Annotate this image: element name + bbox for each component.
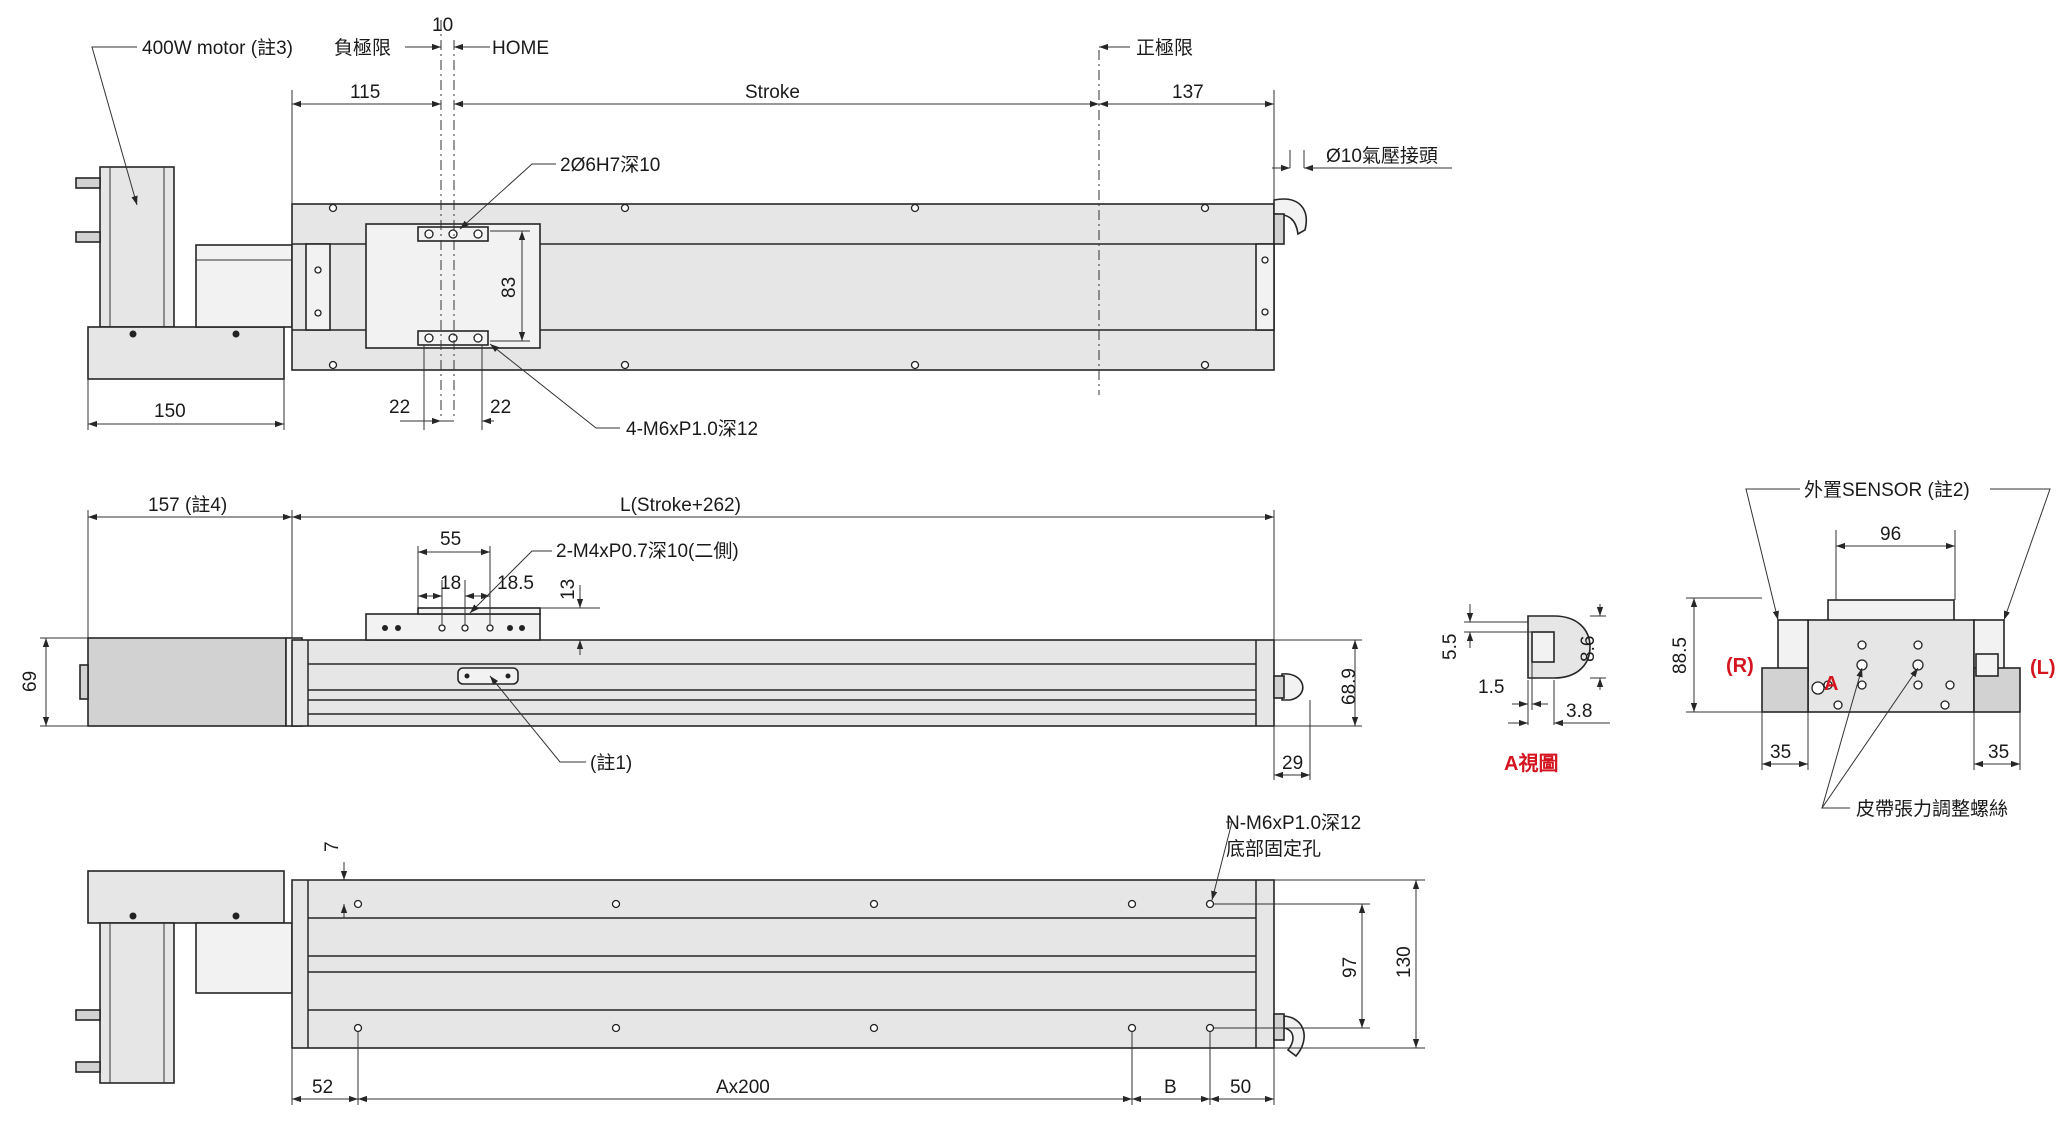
- a-view: 5.5 8.6 1.5 3.8 A視圖: [1440, 604, 1610, 775]
- mount-holes-label-1: N-M6xP1.0深12: [1226, 812, 1361, 834]
- stroke-label: Stroke: [745, 82, 800, 103]
- dim-7-label: 7: [322, 841, 343, 852]
- pin-holes-label: 2Ø6H7深10: [560, 154, 660, 176]
- neg-limit-label: 負極限: [334, 37, 391, 59]
- label-r: (R): [1726, 655, 1754, 677]
- dim-83-label: 83: [499, 277, 520, 298]
- end-view: 外置SENSOR (註2) 96 88.5 (R) (L) A 35 35 皮帶…: [1670, 479, 2056, 820]
- dim-1-5-label: 1.5: [1478, 677, 1504, 698]
- motor-side: [87, 637, 287, 727]
- label-a: A: [1824, 673, 1838, 695]
- length-label: L(Stroke+262): [620, 495, 741, 516]
- dim-52-label: 52: [312, 1077, 333, 1098]
- dim-97-label: 97: [1340, 957, 1361, 978]
- dim-b-label: B: [1164, 1077, 1177, 1098]
- actuator-body-side: [291, 639, 1275, 727]
- dim-150-label: 150: [154, 401, 186, 422]
- dim-3-8-label: 3.8: [1566, 701, 1592, 722]
- mount-holes-label-2: 底部固定孔: [1226, 838, 1321, 860]
- dim-29-label: 29: [1282, 753, 1303, 774]
- top-view: 400W motor (註3) 負極限 10 HOME 正極限 115 Stro…: [75, 15, 1452, 440]
- air-fitting-label: Ø10氣壓接頭: [1326, 145, 1438, 167]
- dim-18-5-label: 18.5: [497, 573, 534, 594]
- dim-35-left-label: 35: [1770, 742, 1791, 763]
- end-profile: [1807, 619, 1975, 713]
- coupling-housing: [195, 244, 293, 328]
- dim-22-left-label: 22: [389, 397, 410, 418]
- label-l: (L): [2030, 657, 2056, 679]
- tap-holes-label: 4-M6xP1.0深12: [626, 418, 758, 440]
- dim-8-6-label: 8.6: [1578, 636, 1599, 662]
- home-label: HOME: [492, 38, 549, 59]
- side-view: 157 (註4) L(Stroke+262) 55 2-M4xP0.7深10(二…: [20, 494, 1362, 780]
- motor-base-bottom: [87, 870, 285, 924]
- dim-130-label: 130: [1394, 946, 1415, 978]
- dim-115-label: 115: [350, 82, 380, 103]
- dim-96-label: 96: [1880, 524, 1901, 545]
- dim-157-label: 157 (註4): [148, 494, 227, 516]
- belt-screw-label: 皮帶張力調整螺絲: [1856, 798, 2008, 820]
- dim-68-9-label: 68.9: [1339, 668, 1360, 705]
- dim-137-label: 137: [1172, 82, 1204, 103]
- note1-label: (註1): [590, 752, 632, 774]
- motor-body-bottom: [99, 922, 175, 1084]
- pos-limit-label: 正極限: [1136, 37, 1193, 59]
- sensor-note-label: 外置SENSOR (註2): [1804, 479, 1970, 501]
- dim-18-label: 18: [440, 573, 461, 594]
- carriage-side: [365, 613, 541, 641]
- dim-13-label: 13: [558, 579, 579, 600]
- a-view-title: A視圖: [1504, 751, 1558, 775]
- actuator-body-bottom: [291, 879, 1275, 1049]
- bottom-view: 7 N-M6xP1.0深12 底部固定孔 97 130 52 Ax200 B 5…: [75, 812, 1425, 1105]
- motor-base: [87, 326, 285, 380]
- dim-55-label: 55: [440, 529, 461, 550]
- dim-69-label: 69: [20, 671, 41, 692]
- pitch-label: Ax200: [716, 1077, 770, 1098]
- carriage-top: [365, 223, 541, 349]
- dim-50-label: 50: [1230, 1077, 1251, 1098]
- dim-22-right-label: 22: [490, 397, 511, 418]
- home-offset-label: 10: [432, 15, 453, 36]
- side-taps-label: 2-M4xP0.7深10(二側): [556, 540, 739, 562]
- motor-note-label: 400W motor (註3): [142, 37, 293, 59]
- dim-35-right-label: 35: [1988, 742, 2009, 763]
- dim-88-5-label: 88.5: [1670, 637, 1691, 674]
- dim-5-5-label: 5.5: [1440, 634, 1461, 660]
- motor-body: [99, 166, 175, 328]
